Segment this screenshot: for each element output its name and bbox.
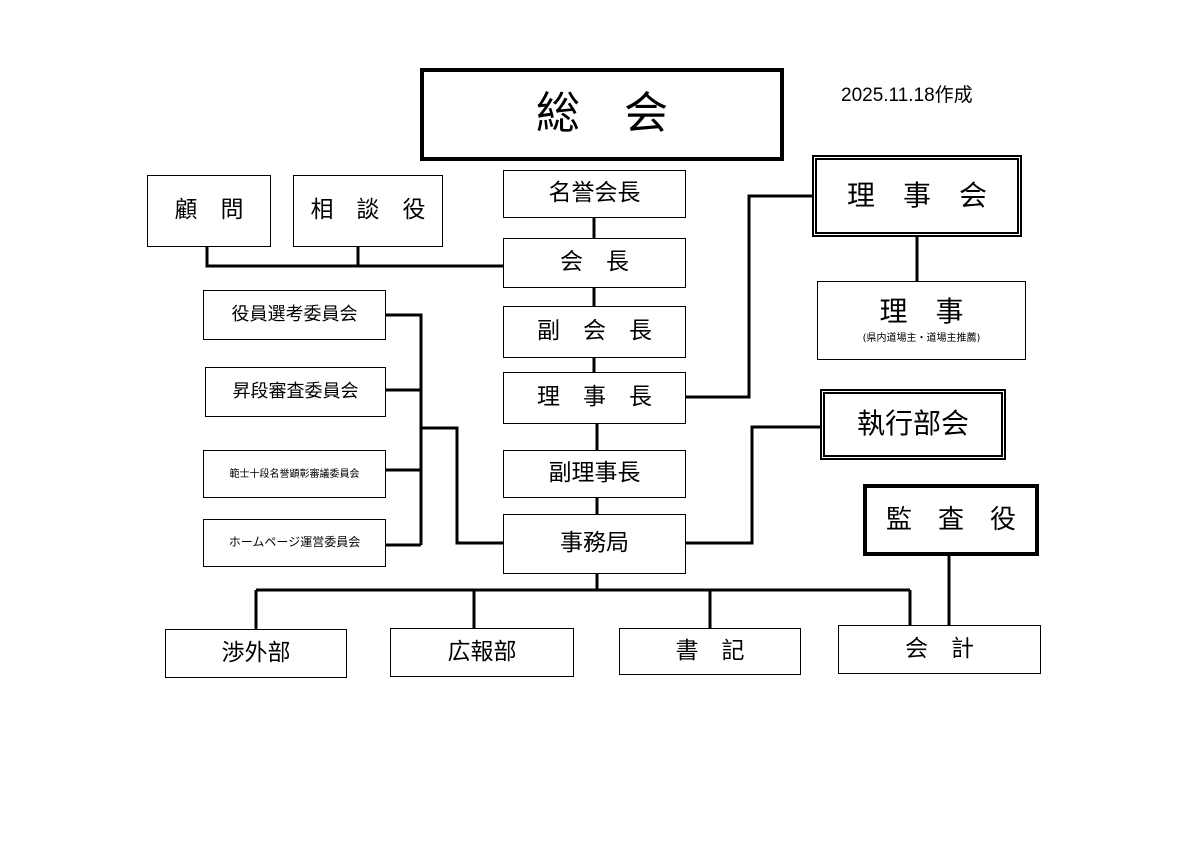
node-komon-label: 顧 問 [174,197,244,224]
node-yakuin-senko-label: 役員選考委員会 [231,304,358,326]
node-yakuin-senko: 役員選考委員会 [203,290,386,340]
node-kaikei: 会 計 [838,625,1041,674]
node-soukai-label: 総 会 [536,88,668,140]
node-rijicho-label: 理 事 長 [537,384,652,411]
node-sodanyaku: 相 談 役 [293,175,443,247]
node-kansayaku-label: 監 査 役 [885,504,1016,535]
node-soukai: 総 会 [420,68,784,161]
node-fuku-rijicho: 副理事長 [503,450,686,498]
node-shogaibu-label: 渉外部 [221,639,291,666]
node-kansayaku: 監 査 役 [863,484,1039,556]
line-rijikai [686,194,812,399]
node-sodanyaku-label: 相 談 役 [310,197,426,224]
node-fuku-kaicho-label: 副 会 長 [537,318,652,345]
node-shodan-shinsa: 昇段審査委員会 [205,367,386,417]
node-kohobu: 広報部 [390,628,574,677]
line-shikkou [686,425,820,545]
node-hanshi-kensho: 範士十段名誉顕彰審議委員会 [203,450,386,498]
node-kohobu-label: 広報部 [447,638,517,665]
node-fuku-rijicho-label: 副理事長 [548,460,641,487]
node-homepage-unei-label: ホームページ運営委員会 [228,535,361,550]
node-fuku-kaicho: 副 会 長 [503,306,686,358]
node-riji-label: 理 事 [879,295,964,329]
node-meiyo-kaicho: 名誉会長 [503,170,686,218]
node-riji: 理 事 (県内道場主・道場主推薦) [817,281,1026,360]
node-rijikai-label: 理 事 会 [846,178,987,212]
node-shoki-label: 書 記 [675,637,745,664]
line-committees [386,313,503,547]
node-homepage-unei: ホームページ運営委員会 [203,519,386,567]
node-rijicho: 理 事 長 [503,372,686,424]
node-kaicho-label: 会 長 [560,249,629,276]
node-jimukyoku-label: 事務局 [560,530,629,557]
node-shikkou-bukai-label: 執行部会 [856,407,969,441]
node-jimukyoku: 事務局 [503,514,686,574]
line-departments [254,574,912,629]
line-kaicho-chain [592,218,599,514]
node-komon: 顧 問 [147,175,271,247]
node-meiyo-kaicho-label: 名誉会長 [548,180,641,207]
node-rijikai: 理 事 会 [812,155,1022,237]
line-advisors [205,247,503,268]
node-shoki: 書 記 [619,628,801,675]
node-hanshi-kensho-label: 範士十段名誉顕彰審議委員会 [229,468,360,480]
node-shodan-shinsa-label: 昇段審査委員会 [232,381,359,403]
created-date: 2025.11.18作成 [841,85,973,106]
node-kaicho: 会 長 [503,238,686,288]
node-shogaibu: 渉外部 [165,629,347,678]
node-riji-note: (県内道場主・道場主推薦) [862,332,981,344]
node-shikkou-bukai: 執行部会 [820,389,1006,460]
node-kaikei-label: 会 計 [905,635,974,662]
